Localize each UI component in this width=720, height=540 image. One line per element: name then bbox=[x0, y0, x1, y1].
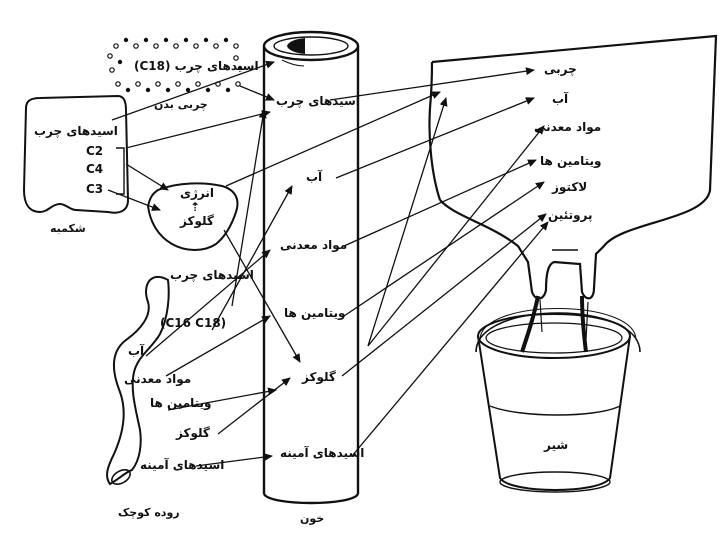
intestine-minerals-label: مواد معدنی bbox=[124, 372, 191, 386]
blood-glucose-label: گلوکز bbox=[302, 370, 336, 384]
udder-protein-label: پروتئین bbox=[548, 208, 593, 222]
blood-fatty-acids-label: اسیدهای چرب bbox=[276, 94, 360, 108]
rumen-c4-label: C4 bbox=[86, 162, 103, 176]
body-fat-fatty-acids-label: اسیدهای چرب (C18) bbox=[134, 59, 259, 73]
rumen-c3-label: C3 bbox=[86, 182, 103, 196]
arrow-blood-water-to-udder-water bbox=[336, 98, 534, 178]
arrow-int-chain-to-blood-water bbox=[212, 186, 292, 330]
arrow-blood-vitamins-to-udder-lactose bbox=[344, 182, 544, 316]
intestine-chain-label: (C16 C18) bbox=[160, 316, 226, 330]
rumen-bracket bbox=[116, 148, 124, 194]
udder-fat-label: چربی bbox=[544, 62, 577, 76]
rumen-c2-label: C2 bbox=[86, 144, 103, 158]
intestine-water-label: آب bbox=[128, 344, 144, 358]
rumen-fatty-acids-label: اسیدهای چرب bbox=[34, 124, 118, 138]
arrow-blood-to-udder-cross bbox=[368, 98, 446, 346]
liver-arrow-label: ⇡ bbox=[190, 200, 200, 214]
intestine-fatty-acids-label: اسیدهای چرب bbox=[170, 268, 254, 282]
arrow-int-glucose-to-blood-glucose bbox=[218, 378, 290, 434]
arrow-blood-amino-to-udder-protein bbox=[352, 222, 548, 456]
intestine-glucose-label: گلوکز bbox=[176, 426, 210, 440]
liver-energy-label: انرژی bbox=[180, 186, 214, 200]
arrow-c2-to-blood-fat bbox=[126, 112, 270, 148]
rumen-caption: شکمبه bbox=[50, 222, 86, 236]
intestine-caption: روده کوچک bbox=[118, 506, 180, 520]
arrow-bodyfat-to-blood bbox=[240, 86, 274, 100]
blood-water-label: آب bbox=[306, 170, 322, 184]
arrow-c4-to-liver bbox=[126, 164, 168, 190]
liver-glucose-label: گلوکز bbox=[180, 214, 214, 228]
intestine-vitamins-label: ویتامین ها bbox=[150, 396, 212, 410]
arrow-blood-glucose-to-udder-protein bbox=[342, 214, 546, 376]
udder-minerals-label: مواد معدنی bbox=[534, 120, 601, 134]
udder-water-label: آب bbox=[552, 92, 568, 106]
udder-lactose-label: لاکتوز bbox=[552, 180, 587, 194]
blood-amino-acids-label: اسیدهای آمینه bbox=[280, 446, 364, 460]
arrow-int-water-to-blood-minerals bbox=[146, 250, 270, 356]
udder-vitamins-label: ویتامین ها bbox=[540, 154, 602, 168]
body-fat-caption: چربی بدن bbox=[154, 98, 208, 112]
arrow-c3-to-liver bbox=[108, 190, 160, 210]
rumen-shape bbox=[24, 96, 128, 213]
blood-minerals-label: مواد معدنی bbox=[280, 238, 347, 252]
bucket-milk-label: شیر bbox=[544, 438, 568, 452]
blood-vitamins-label: ویتامین ها bbox=[284, 306, 346, 320]
blood-caption: خون bbox=[300, 512, 324, 526]
bucket bbox=[476, 309, 640, 493]
intestine-amino-acids-label: اسیدهای آمینه bbox=[140, 458, 224, 472]
